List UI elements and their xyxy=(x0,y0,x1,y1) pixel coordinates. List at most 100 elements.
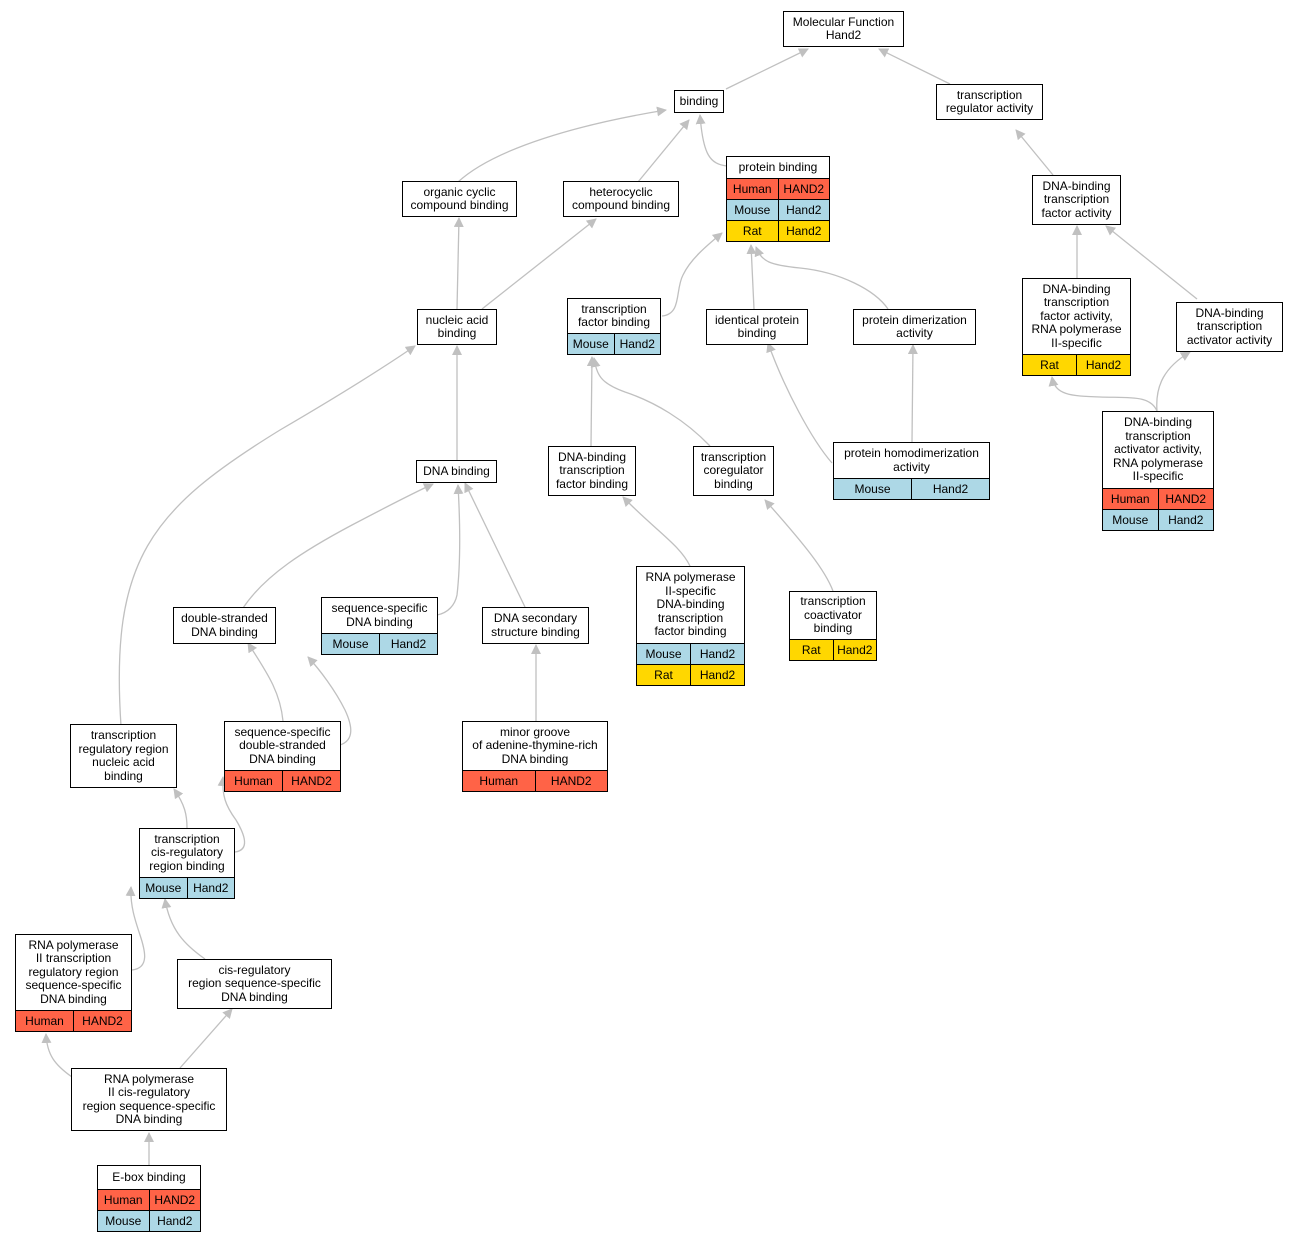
node-label-line: binding xyxy=(437,326,477,340)
node-label-line: compound binding xyxy=(571,198,671,212)
node-label-line: DNA secondary xyxy=(493,611,578,625)
node-label-line: regulatory region xyxy=(28,964,119,979)
node-label-line: binding xyxy=(679,93,719,108)
gene-symbol: HAND2 xyxy=(282,771,340,791)
node-label-line: DNA-binding xyxy=(1042,178,1111,193)
node-label-line: double-stranded xyxy=(239,738,326,753)
node-label-line: sequence-specific xyxy=(25,978,122,993)
edge-trrnab-to-nab xyxy=(118,345,416,727)
node-label-line: organic cyclic xyxy=(423,184,496,199)
gene-symbol: HAND2 xyxy=(777,179,830,199)
species-name: Rat xyxy=(801,643,821,657)
node-label-line: factor binding xyxy=(577,315,651,329)
node-label-line: region binding xyxy=(149,858,225,873)
gene-symbol: Hand2 xyxy=(186,878,235,898)
species-name: Mouse xyxy=(854,482,891,496)
node-label-line: transcription xyxy=(700,449,767,464)
species-name: Mouse xyxy=(572,337,609,351)
node-label-line: region sequence-specific xyxy=(82,1098,216,1113)
node-label-line: DNA binding xyxy=(501,751,569,766)
node-label-line: II transcription xyxy=(35,951,112,966)
node-label-line: transcription xyxy=(800,594,866,609)
node-label-line: DNA binding xyxy=(40,991,107,1006)
edge-dbtaarna-to-dbtfarna xyxy=(1048,376,1158,412)
node-label-line: RNA polymerase xyxy=(645,570,736,585)
edge-nab-to-hetero xyxy=(481,218,597,310)
node-dna-binding[interactable]: DNA binding xyxy=(416,460,497,483)
node-label-line: activator activity xyxy=(1186,332,1273,347)
node-label-line: transcription xyxy=(154,831,220,846)
node-label-line: transcription xyxy=(657,610,724,625)
node-label-line: II-specific xyxy=(665,583,716,598)
node-label-line: DNA binding xyxy=(221,989,288,1004)
node-label-line: binding xyxy=(104,768,143,783)
gene-symbol: Hand2 xyxy=(777,200,830,220)
node-label-line: DNA-binding xyxy=(557,449,627,464)
node-label-line: identical protein xyxy=(714,312,800,327)
node-label-line: binding xyxy=(714,476,753,491)
node-label-line: cis-regulatory xyxy=(150,845,224,860)
node-label-line: coregulator xyxy=(703,463,764,478)
species-name: Rat xyxy=(1040,358,1059,372)
edge-ssds-to-ss xyxy=(307,656,352,746)
node-label-line: binding xyxy=(737,326,777,340)
node-label-line: binding xyxy=(813,621,853,636)
node-label-line: activity xyxy=(893,459,930,474)
species-name: Mouse xyxy=(332,637,369,651)
gene-symbol: Hand2 xyxy=(148,1211,201,1231)
edge-rnapoltr-to-tcis xyxy=(125,886,146,971)
node-binding[interactable]: binding xyxy=(674,90,724,113)
node-label-line: RNA polymerase xyxy=(1031,322,1122,337)
node-label-line: factor binding xyxy=(555,476,629,491)
node-label-line: factor activity, xyxy=(1040,308,1113,323)
edge-tcis-to-ssds xyxy=(217,776,246,853)
node-title: DNA binding xyxy=(417,461,496,482)
node-label-line: of adenine-thymine-rich xyxy=(472,738,598,753)
edge-tcoreg-to-tfb xyxy=(590,357,711,447)
edge-ipb-to-pb xyxy=(746,244,757,310)
